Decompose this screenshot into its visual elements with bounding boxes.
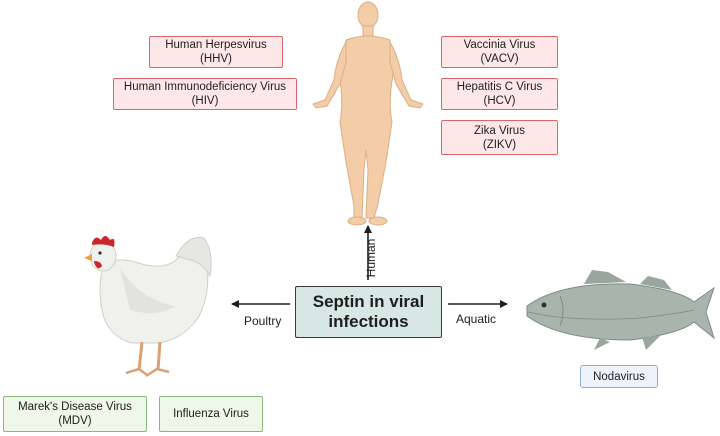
aquatic-branch-label: Aquatic xyxy=(456,312,497,326)
virus-abbr: (MDV) xyxy=(58,415,92,427)
virus-name: Human Herpesvirus xyxy=(165,39,267,51)
virus-name: Marek's Disease Virus xyxy=(18,401,132,413)
virus-name: Human Immunodeficiency Virus xyxy=(123,81,287,93)
fish-icon xyxy=(526,270,715,350)
human-branch-label: Human xyxy=(364,238,378,278)
virus-abbr: (HHV) xyxy=(200,53,232,65)
poultry-branch-label: Poultry xyxy=(244,314,282,328)
virus-box-hcv: Hepatitis C Virus (HCV) xyxy=(441,78,558,110)
virus-abbr: (ZIKV) xyxy=(482,138,517,151)
virus-box-influenza: Influenza Virus xyxy=(159,396,263,432)
chicken-icon xyxy=(84,236,212,378)
virus-abbr: (HCV) xyxy=(483,95,516,107)
virus-box-mdv: Marek's Disease Virus (MDV) xyxy=(3,396,147,432)
virus-name: Zika Virus xyxy=(474,124,525,137)
virus-box-nodavirus: Nodavirus xyxy=(580,365,658,388)
virus-name: Influenza Virus xyxy=(173,408,249,420)
virus-box-hiv: Human Immunodeficiency Virus (HIV) xyxy=(113,78,297,110)
central-topic-line2: infections xyxy=(328,312,409,331)
central-topic-box: Septin in viral infections xyxy=(295,286,442,338)
virus-abbr: (VACV) xyxy=(480,53,519,65)
virus-abbr: (HIV) xyxy=(191,95,219,107)
virus-name: Hepatitis C Virus xyxy=(456,81,543,93)
virus-box-hhv: Human Herpesvirus (HHV) xyxy=(149,36,283,68)
virus-name: Nodavirus xyxy=(593,370,645,383)
virus-box-vacv: Vaccinia Virus (VACV) xyxy=(441,36,558,68)
virus-box-zikv: Zika Virus (ZIKV) xyxy=(441,120,558,155)
human-figure-icon xyxy=(312,1,424,226)
virus-name: Vaccinia Virus xyxy=(463,39,536,51)
central-topic-line1: Septin in viral xyxy=(312,292,425,311)
